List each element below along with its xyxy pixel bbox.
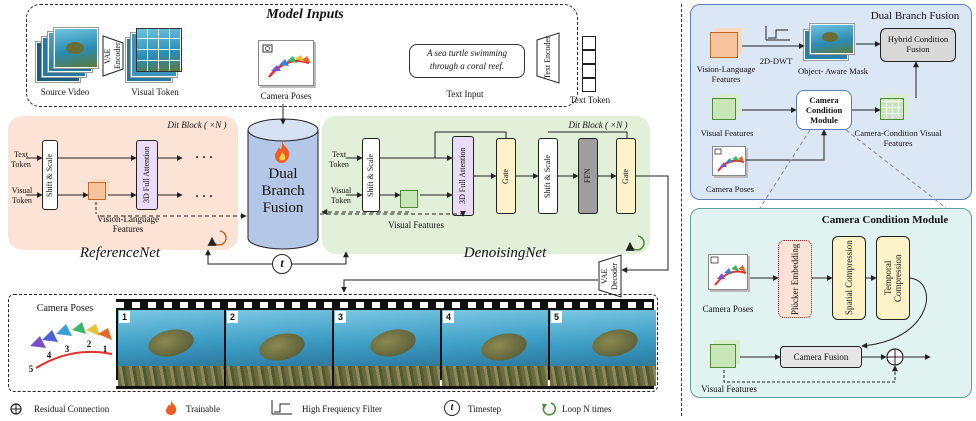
trainable-flame-icon [164,400,178,416]
output-camera-poses-label: Camera Poses [36,303,94,314]
legend-loop: Loop N times [562,404,612,414]
coral-reef-image [226,366,332,386]
denoising-visual-features: Visual Features [388,220,444,230]
text-token-column [582,36,596,92]
denoising-visual-token: Visual Token [330,186,352,205]
pose-number-4: 4 [46,350,52,360]
video-frame: 5 [550,310,656,386]
legend-timestep-symbol: t [450,402,454,413]
denoising-net-name: DenoisingNet [463,245,547,261]
timestep-symbol: t [280,256,284,270]
fusion-cylinder [247,118,319,250]
pose-number-3: 3 [64,344,70,354]
visual-token-grid [126,28,182,82]
ccm-camera-poses: Camera Poses [702,304,754,314]
pose-number-5: 5 [28,364,34,374]
dual-visual-features: Visual Features [700,128,754,138]
dual-camera-condition-features: Camera-Condition Visual Features [854,128,942,148]
frame-number: 2 [227,311,238,323]
denoising-visual-features-cube [400,190,418,208]
camera-fusion-label: Camera Fusion [793,352,849,362]
fusion-label: Dual Branch Fusion [261,166,305,216]
ccm-camera-poses-card [708,254,748,290]
ccm-visual-cube [710,344,736,368]
denoising-text-token: Text Token [329,150,349,169]
camera-poses-card-top [258,40,314,86]
reference-dots-top: · · · [194,150,213,164]
dwt-filter-icon [764,24,792,42]
spatial-compression [832,236,866,320]
frame-number: 4 [443,311,454,323]
text-encoder-shape [536,32,560,84]
legend-timestep-circle [444,400,460,416]
reference-shift-scale [42,140,58,210]
pose-number-2: 2 [86,339,92,349]
reference-vl-features: Vision-Language Features [97,214,159,234]
object-aware-mask-image [804,24,854,60]
loop-icon [540,400,557,416]
timestep-circle [272,254,292,274]
flame-icon [270,140,294,164]
text-input-value: A sea turtle swimming through a coral re… [426,48,508,71]
dual-mask-label: Object- Aware Mask [797,66,869,76]
camera-condition-cube [880,98,904,120]
pose-number-1: 1 [102,344,108,354]
reference-text-token: Text Token [11,150,31,169]
visual-token-label: Visual Token [131,87,179,97]
source-video-label: Source Video [40,87,90,97]
reference-dots-bottom: · · · [194,189,213,203]
camera-poses-label-top: Camera Poses [260,91,312,101]
dual-ccm-label: Camera Condition Module [805,95,843,125]
ccm-visual-features: Visual Features [701,384,757,394]
video-frame: 4 [442,310,548,386]
coral-reef-image [442,366,548,386]
dual-hybrid-label: Hybrid Condition Fusion [887,34,949,54]
output-camera-trajectory [30,322,113,369]
hf-filter-icon [270,398,294,416]
video-frame: 1 [118,310,224,386]
source-video-stack [36,28,98,84]
frame-number: 1 [119,311,130,323]
frame-number: 5 [551,311,562,323]
text-input-label: Text Input [446,89,484,99]
video-frame: 2 [226,310,332,386]
text-input-box [409,44,525,78]
video-frame: 3 [334,310,440,386]
dual-camera-poses: Camera Poses [706,184,754,194]
denoising-dit-block-label: Dit Block ( ×N ) [568,120,628,130]
panel-divider [681,4,682,416]
model-inputs-panel [26,4,578,107]
dual-vl-features: Vision-Language Features [696,64,756,84]
coral-reef-image [118,366,224,386]
ccm-residual-icon [886,348,904,366]
vision-language-cube [88,182,106,200]
reference-dit-block-label: Dit Block ( ×N ) [167,120,227,130]
vae-decoder-shape [598,254,622,298]
ccm-title: Camera Condition Module [821,214,949,226]
legend-hf-filter: High Frequency Filter [302,404,382,414]
output-panel [8,294,658,392]
reference-attention [136,140,158,210]
frame-number: 3 [335,311,346,323]
vae-encoder-shape [102,35,124,77]
dual-visual-cube [712,98,736,120]
legend-trainable: Trainable [186,404,221,414]
residual-icon [10,402,22,415]
coral-reef-image [550,366,656,386]
legend-timestep: Timestep [468,404,502,414]
coral-reef-image [334,366,440,386]
model-inputs-title: Model Inputs [266,7,344,22]
reference-net-name: ReferenceNet [79,245,161,261]
reference-visual-token: Visual Token [11,186,33,205]
legend-residual: Residual Connection [34,404,110,414]
dual-vl-cube [710,32,738,58]
dual-branch-title: Dual Branch Fusion [870,10,960,22]
text-token-label: Text Token [569,95,611,105]
dual-camera-poses-card [712,146,746,176]
dual-dwt-label: 2D-DWT [759,56,793,66]
